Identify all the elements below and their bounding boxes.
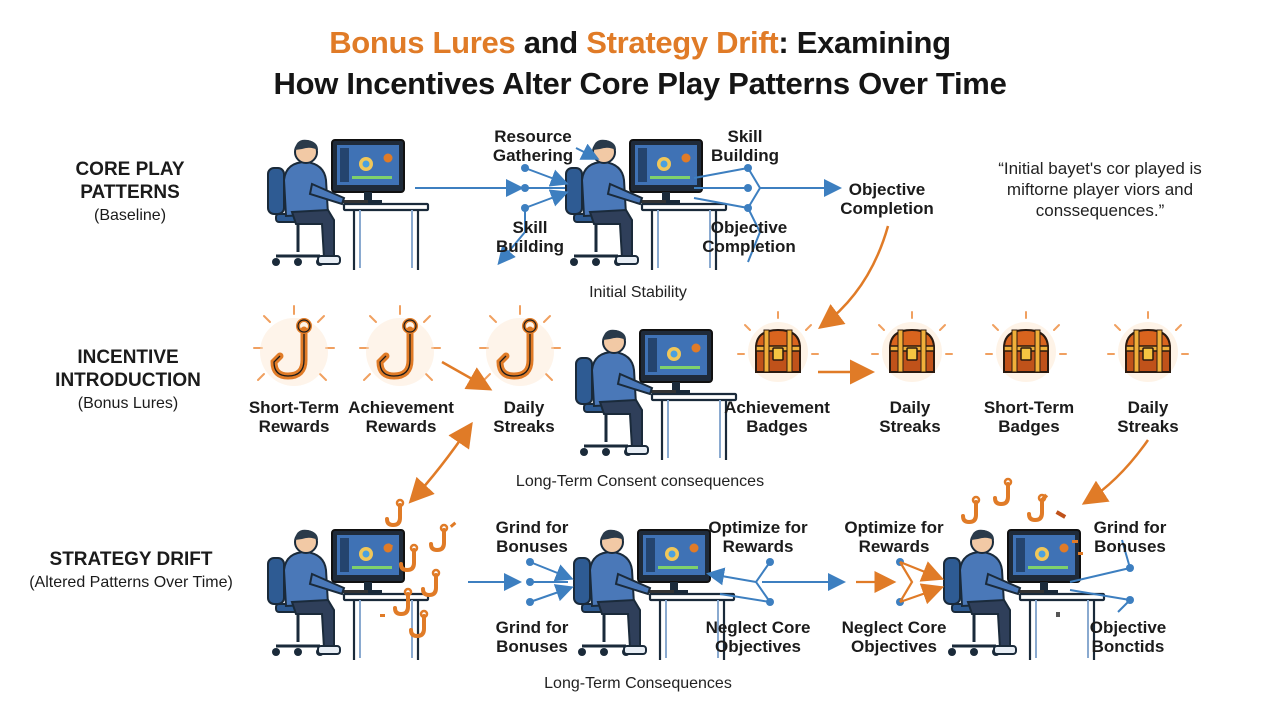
person-at-computer-icon [266, 138, 430, 272]
title-text: and [515, 25, 587, 60]
treasure-chest-icon [737, 311, 819, 383]
person-at-computer-icon [266, 528, 430, 662]
caption-initial-stability: Initial Stability [589, 284, 687, 301]
scattered-hooks-icon [961, 477, 1083, 617]
row-heading-drift: STRATEGY DRIFT (Altered Patterns Over Ti… [14, 548, 248, 594]
row-heading-text: CORE PLAY PATTERNS [75, 159, 185, 203]
caption-long-term-consent: Long-Term Consent consequences [515, 473, 765, 490]
row-heading-sub: (Bonus Lures) [77, 395, 179, 412]
treasure-chest-icon [1107, 311, 1189, 383]
treasure-chest-icon [871, 311, 953, 383]
scattered-hooks-icon [380, 498, 457, 638]
treasure-chest-icon [985, 311, 1067, 383]
row-heading-incentive: INCENTIVE INTRODUCTION (Bonus Lures) [38, 346, 218, 415]
title-highlight-strategy-drift: Strategy Drift [586, 25, 779, 60]
row-heading-sub: (Baseline) [93, 207, 167, 224]
row-heading-core: CORE PLAY PATTERNS (Baseline) [50, 158, 210, 227]
row-heading-text: INCENTIVE INTRODUCTION [55, 347, 201, 391]
row-heading-text: STRATEGY DRIFT [49, 549, 213, 570]
title-text: : Examining [778, 25, 951, 60]
title-line2: How Incentives Alter Core Play Patterns … [273, 66, 1007, 101]
caption-long-term-consequences: Long-Term Consequences [544, 675, 732, 692]
person-at-computer-icon [574, 328, 738, 462]
row-heading-sub: (Altered Patterns Over Time) [29, 574, 233, 591]
page-title: Bonus Lures and Strategy Drift: Examinin… [0, 22, 1280, 104]
title-highlight-bonus-lures: Bonus Lures [329, 25, 516, 60]
